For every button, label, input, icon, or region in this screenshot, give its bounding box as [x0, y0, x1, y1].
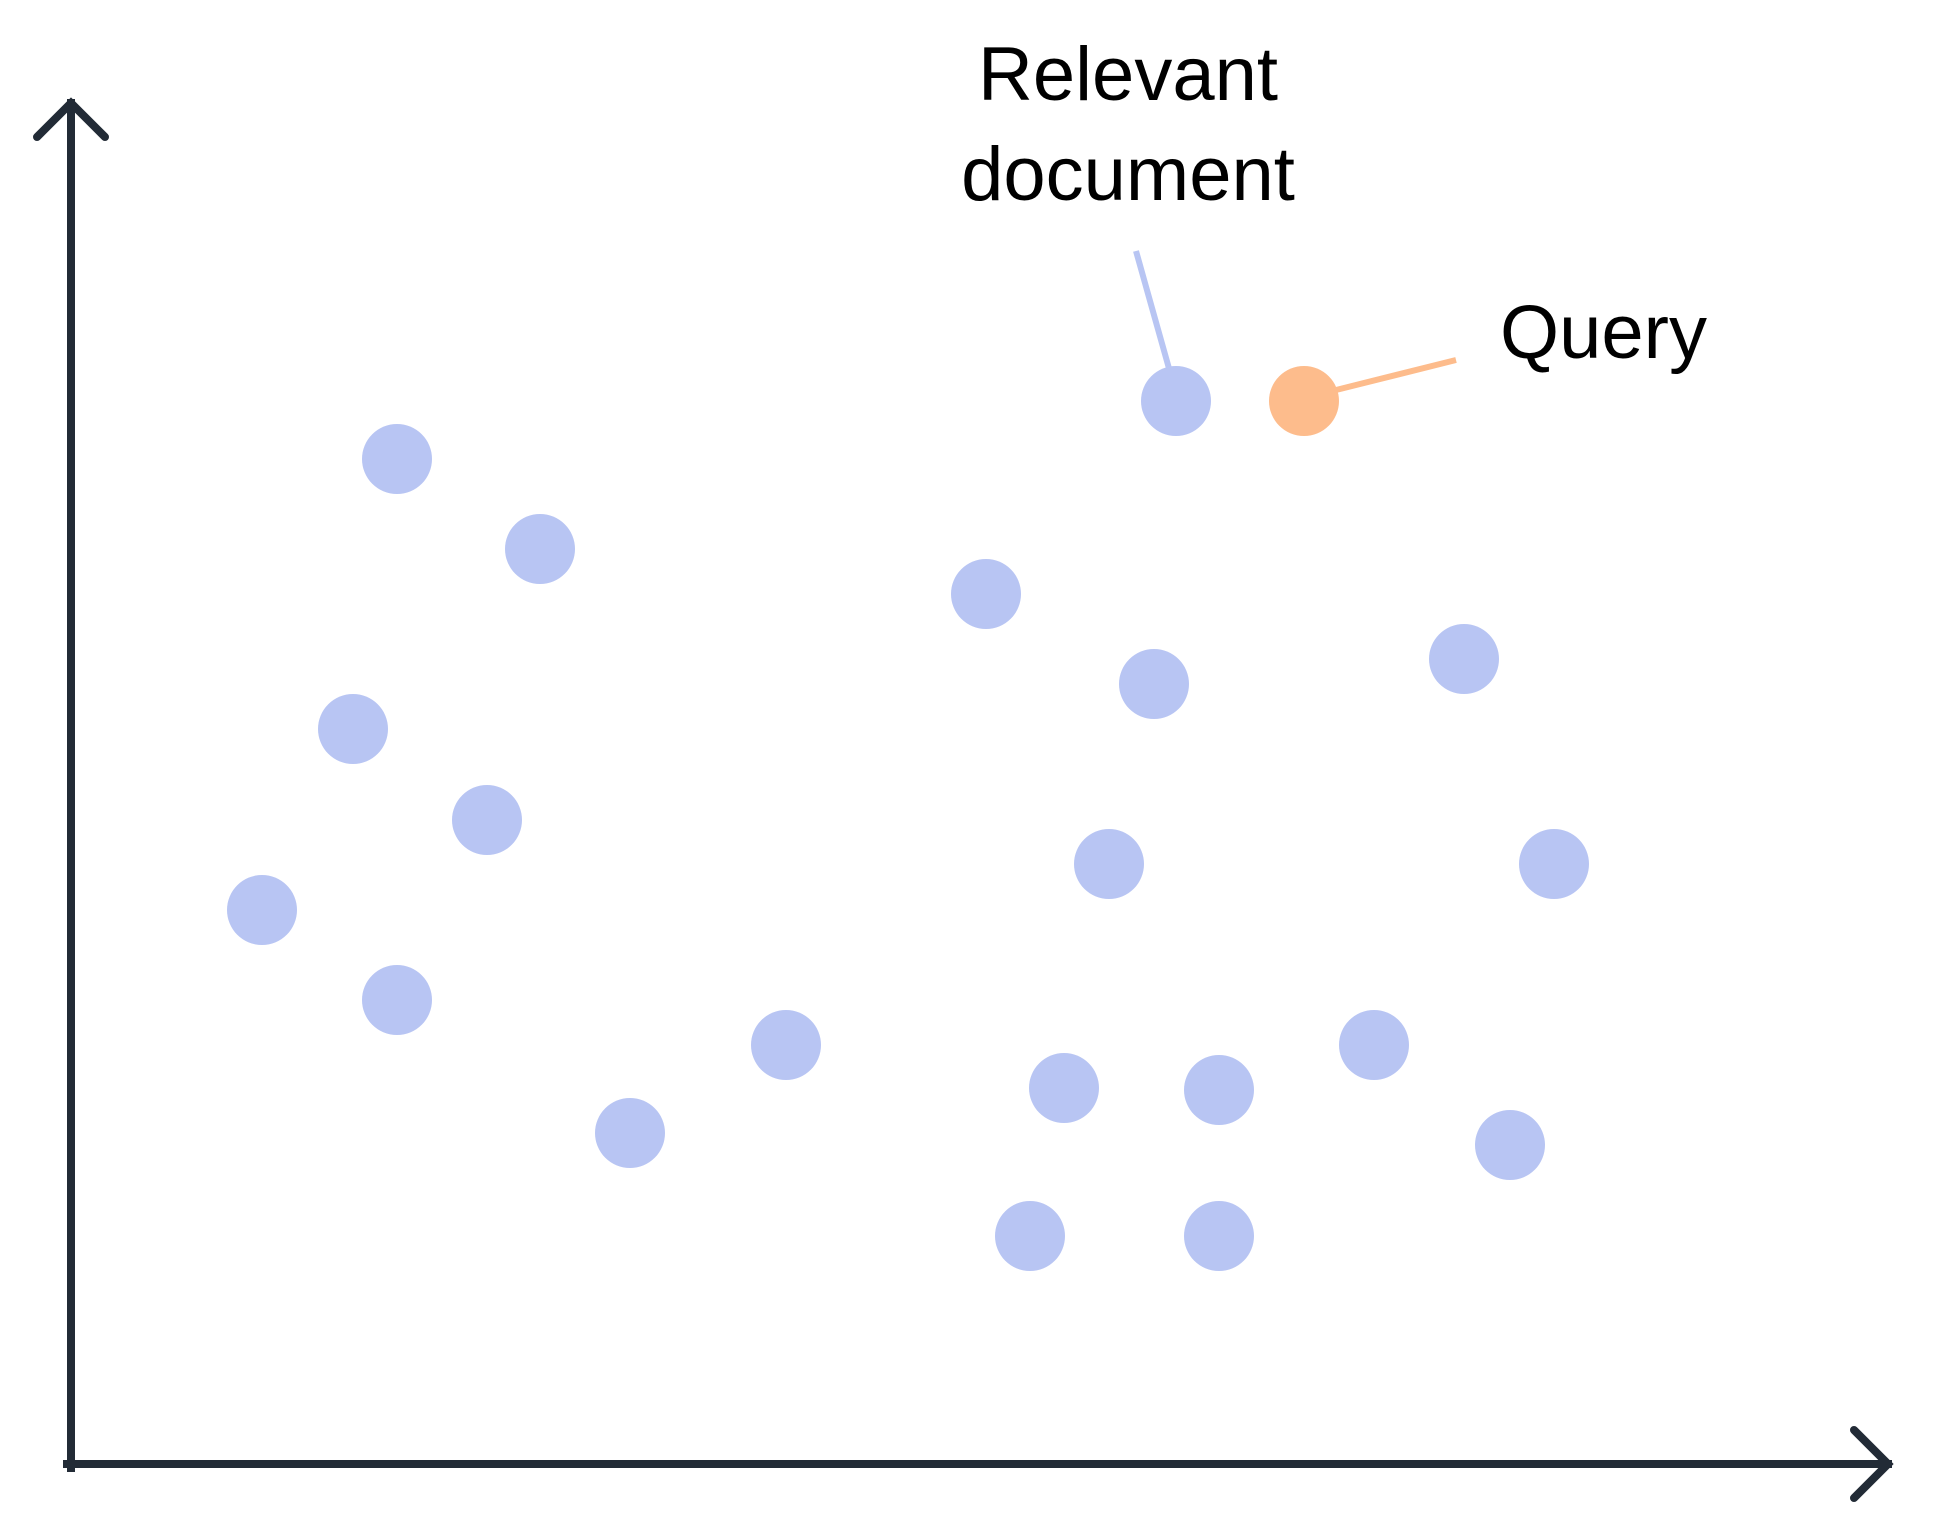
document-point — [1184, 1201, 1254, 1271]
document-point — [595, 1098, 665, 1168]
document-point — [362, 965, 432, 1035]
x-axis-arrowhead — [1850, 1426, 1894, 1502]
document-point — [1339, 1010, 1409, 1080]
document-point — [1519, 829, 1589, 899]
document-point — [751, 1010, 821, 1080]
document-point — [1184, 1055, 1254, 1125]
document-point — [1119, 649, 1189, 719]
document-point — [951, 559, 1021, 629]
relevant-document-label-line2: document — [961, 132, 1295, 217]
relevant-document-leader-line — [1133, 250, 1173, 373]
query-label: Query — [1500, 290, 1707, 375]
relevant-document-label-line1: Relevant — [978, 32, 1278, 117]
document-point — [1475, 1110, 1545, 1180]
document-point — [1074, 829, 1144, 899]
y-axis-arrowhead — [33, 97, 109, 141]
document-points — [227, 366, 1589, 1271]
document-point — [227, 875, 297, 945]
relevant-document-point — [1141, 366, 1211, 436]
document-point — [318, 694, 388, 764]
query-point — [1269, 366, 1339, 436]
document-point — [1029, 1053, 1099, 1123]
axes — [33, 97, 1894, 1502]
document-point — [995, 1201, 1065, 1271]
document-point — [362, 424, 432, 494]
document-point — [452, 785, 522, 855]
document-point — [1429, 624, 1499, 694]
query-leader-line — [1335, 357, 1457, 393]
document-point — [505, 514, 575, 584]
